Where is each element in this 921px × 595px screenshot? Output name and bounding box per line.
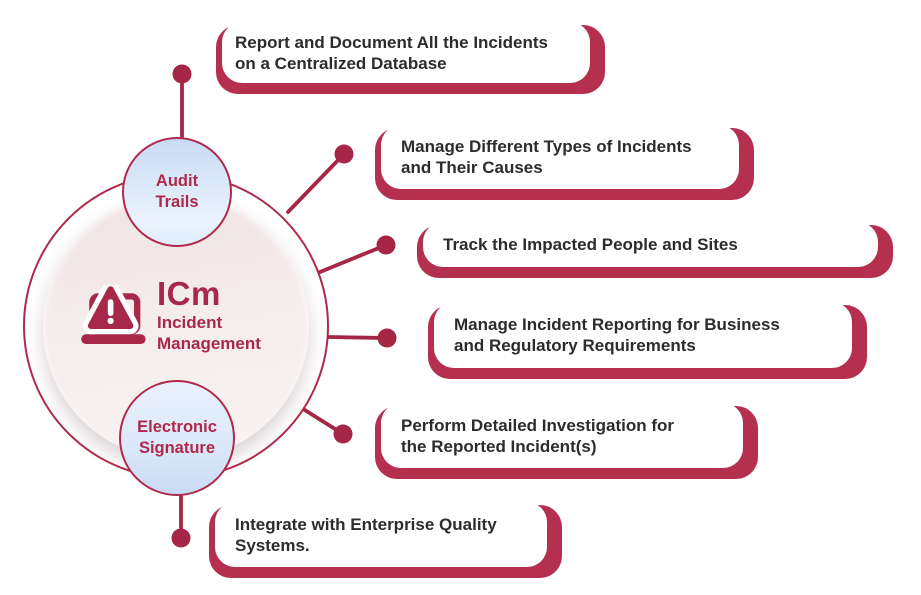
card-face: Track the Impacted People and Sites	[423, 222, 878, 267]
card-text-line: Manage Different Types of Incidents	[401, 137, 692, 156]
connector-line	[318, 243, 388, 274]
center-text: ICm Incident Management	[157, 275, 261, 354]
card-integrate-quality: Integrate with Enterprise Quality System…	[209, 502, 562, 578]
connector-dot	[172, 64, 192, 84]
card-text-line: Track the Impacted People and Sites	[443, 235, 738, 254]
card-track-impacted: Track the Impacted People and Sites	[417, 222, 893, 278]
card-face: Manage Different Types of Incidents and …	[381, 125, 739, 189]
connector-line	[326, 335, 389, 340]
center-name-line: Incident	[157, 312, 223, 332]
card-manage-types: Manage Different Types of Incidents and …	[375, 125, 754, 200]
card-report-document: Report and Document All the Incidents on…	[216, 22, 605, 94]
card-text-line: Report and Document All the Incidents	[235, 32, 548, 52]
card-text-line: Manage Incident Reporting for Business	[454, 315, 780, 334]
satellite-label-line: Electronic	[137, 417, 217, 436]
satellite-label-line: Audit	[155, 171, 199, 190]
electronic-signature-circle: Electronic Signature	[119, 380, 235, 496]
card-text-line: and Regulatory Requirements	[454, 336, 696, 355]
laptop-warning-icon	[81, 284, 146, 344]
center-content: ICm Incident Management	[77, 275, 261, 354]
connector-line	[286, 152, 346, 214]
center-acronym: ICm	[157, 275, 221, 312]
audit-trails-circle: Audit Trails	[122, 137, 232, 247]
connector-dot	[171, 528, 191, 548]
card-text-line: Systems.	[235, 535, 310, 555]
card-text-line: and Their Causes	[401, 158, 543, 177]
card-text-line: Perform Detailed Investigation for	[401, 415, 674, 435]
satellite-label-line: Trails	[155, 193, 199, 211]
card-text-line: the Reported Incident(s)	[401, 436, 597, 456]
card-text-line: Integrate with Enterprise Quality	[235, 514, 497, 534]
center-name-line: Management	[157, 333, 261, 353]
card-incident-reporting: Manage Incident Reporting for Business a…	[428, 302, 867, 379]
card-face: Perform Detailed Investigation for the R…	[381, 403, 743, 468]
connector-dot	[333, 424, 353, 444]
card-face: Manage Incident Reporting for Business a…	[434, 302, 852, 368]
card-detailed-investigation: Perform Detailed Investigation for the R…	[375, 403, 758, 479]
card-face: Report and Document All the Incidents on…	[222, 22, 590, 83]
satellite-label-line: Signature	[138, 439, 216, 457]
card-face: Integrate with Enterprise Quality System…	[215, 502, 547, 567]
connector-dot	[376, 235, 396, 255]
connector-dot	[377, 328, 397, 348]
connector-dot	[334, 144, 354, 164]
card-text-line: on a Centralized Database	[235, 53, 447, 73]
